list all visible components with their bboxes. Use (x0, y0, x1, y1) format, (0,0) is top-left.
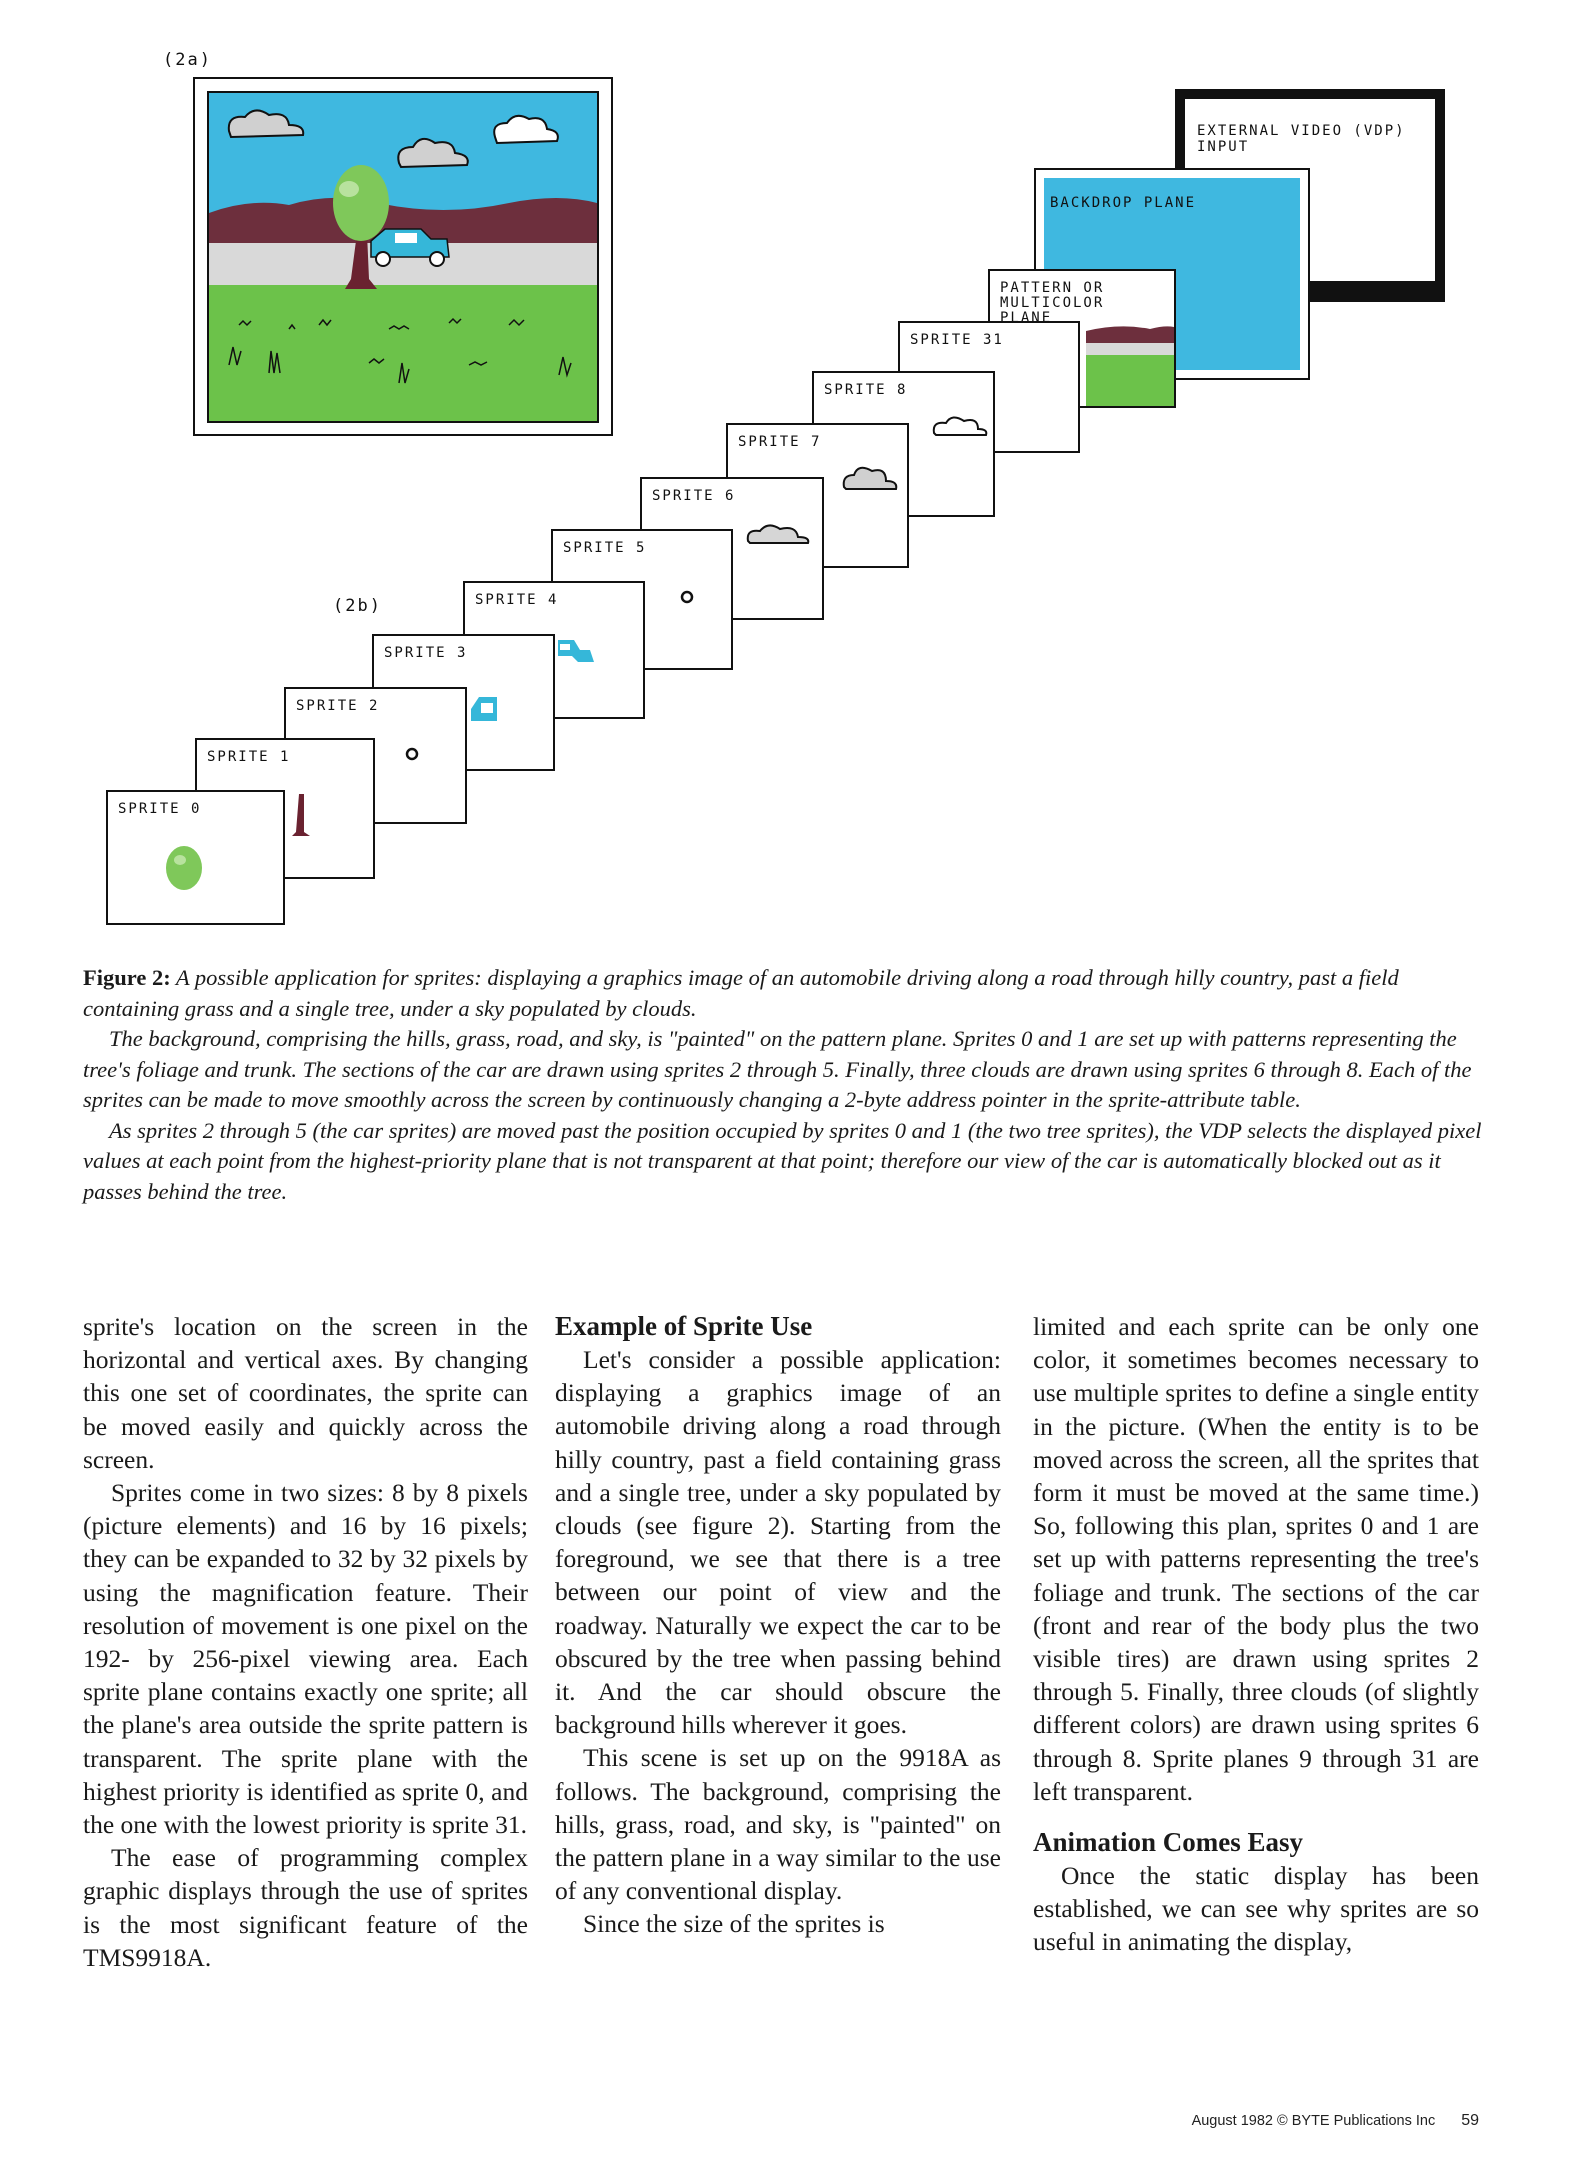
col2-paragraph-3: Since the size of the sprites is (583, 1909, 885, 1939)
sprite-8-cloud-icon (932, 416, 988, 436)
sprite-0-label: SPRITE 0 (118, 801, 202, 817)
scene-frame (207, 91, 599, 423)
sprite-5-label: SPRITE 5 (563, 540, 647, 556)
col2-paragraph-1: Let's consider a possible application: d… (555, 1345, 1001, 1740)
figure-2a-scene (193, 77, 613, 436)
grass-marks (228, 317, 572, 384)
col2-paragraph-2: This scene is set up on the 9918A as fol… (555, 1743, 1001, 1906)
col1-paragraph-1: sprite's location on the screen in the h… (83, 1312, 528, 1474)
backdrop-plane-label: BACKDROP PLANE (1050, 195, 1197, 211)
page-footer: August 1982 © BYTE Publications Inc 59 (1192, 2112, 1479, 2130)
sprite-2-label: SPRITE 2 (296, 698, 380, 714)
sprite-4-car-front-icon (558, 640, 594, 662)
figure-2a-label: (2a) (163, 50, 212, 70)
tree (333, 165, 389, 289)
body-column-3: limited and each sprite can be only one … (1033, 1310, 1479, 1959)
sprite-1-trunk-icon (292, 794, 310, 836)
external-video-label: EXTERNAL VIDEO (VDP) INPUT (1197, 123, 1406, 155)
sprite-7-label: SPRITE 7 (738, 434, 822, 450)
sprite-5-tire-icon (680, 590, 694, 604)
sprite-4-label: SPRITE 4 (475, 592, 559, 608)
clouds (227, 109, 559, 169)
sprite-0-foliage-icon (166, 846, 202, 890)
col3-paragraph-1: limited and each sprite can be only one … (1033, 1312, 1479, 1806)
sprite-3-label: SPRITE 3 (384, 645, 468, 661)
caption-text-1: A possible application for sprites: disp… (83, 965, 1399, 1021)
sprite-0-plane: SPRITE 0 (106, 790, 310, 925)
figure-label: Figure 2: (83, 965, 171, 990)
section-heading-example: Example of Sprite Use (555, 1311, 813, 1341)
sprite-6-cloud-icon (746, 524, 810, 544)
pattern-plane-graphic (1086, 326, 1174, 406)
sprite-7-cloud-icon (842, 466, 898, 490)
figure-2b-label: (2b) (333, 596, 382, 616)
car (370, 228, 450, 267)
sprite-3-car-rear-icon (471, 697, 497, 721)
page-number: 59 (1461, 2112, 1479, 2129)
sprite-8-label: SPRITE 8 (824, 382, 908, 398)
footer-publication: August 1982 © BYTE Publications Inc (1191, 2113, 1436, 2129)
grass-field (209, 285, 597, 421)
col1-paragraph-3: The ease of programming complex graphic … (83, 1843, 528, 1972)
scene-illustration (209, 93, 597, 421)
sprite-2-tire-icon (405, 747, 419, 761)
pattern-plane-label: PATTERN OR MULTICOLOR PLANE (1000, 281, 1111, 326)
sprite-6-label: SPRITE 6 (652, 488, 736, 504)
sprite-1-label: SPRITE 1 (207, 749, 291, 765)
body-column-2: Example of Sprite Use Let's consider a p… (555, 1310, 1001, 1941)
figure-caption: Figure 2: A possible application for spr… (83, 963, 1483, 1207)
caption-paragraph-3: As sprites 2 through 5 (the car sprites)… (83, 1117, 1482, 1204)
sprite-31-label: SPRITE 31 (910, 332, 1004, 348)
col3-paragraph-2: Once the static display has been establi… (1033, 1861, 1479, 1957)
col1-paragraph-2: Sprites come in two sizes: 8 by 8 pixels… (83, 1478, 528, 1840)
hills (209, 197, 597, 245)
caption-paragraph-2: The background, comprising the hills, gr… (83, 1026, 1472, 1112)
section-heading-animation: Animation Comes Easy (1033, 1827, 1304, 1858)
caption-paragraph-1: Figure 2: A possible application for spr… (83, 963, 1483, 1024)
body-column-1: sprite's location on the screen in the h… (83, 1310, 528, 1974)
